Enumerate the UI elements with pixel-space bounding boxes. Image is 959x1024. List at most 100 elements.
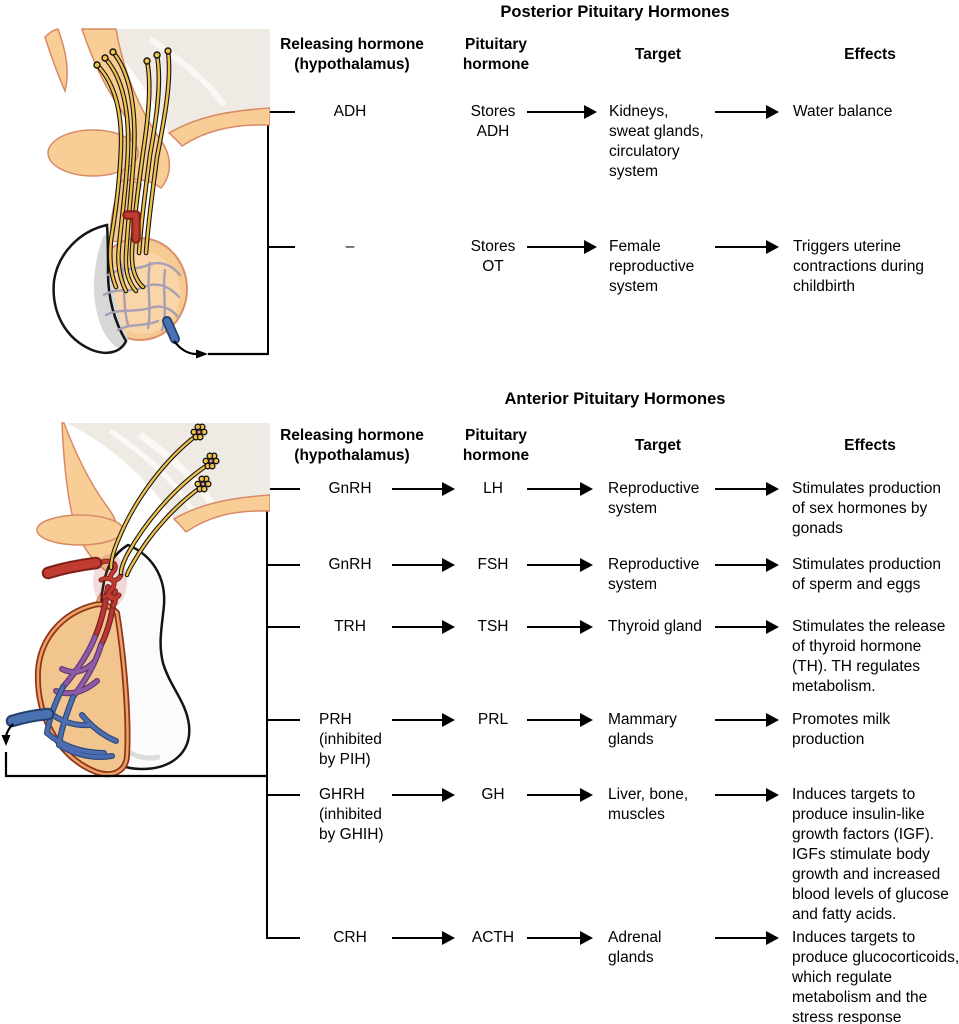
flow-arrow <box>527 931 593 945</box>
flow-arrow <box>715 105 779 119</box>
flow-arrow <box>527 240 597 254</box>
arrowhead-icon <box>580 713 593 727</box>
effect-thyroid-hormone: Stimulates the release of thyroid hormon… <box>792 618 946 695</box>
arrowhead-icon <box>766 105 779 119</box>
col-header-effects: Effects <box>844 46 896 63</box>
target-reproductive-system: Reproductive system <box>608 556 700 593</box>
flow-arrow <box>715 713 779 727</box>
anterior-bracket-tick <box>266 794 300 797</box>
arrowhead-icon <box>584 105 597 119</box>
arrowhead-icon <box>580 931 593 945</box>
neurosecretory-axons <box>93 47 172 294</box>
col-header-pituitary-hormone: Pituitary hormone <box>462 36 530 73</box>
effect-milk-production: Promotes milk production <box>792 711 891 748</box>
posterior-pituitary-illustration <box>44 28 270 359</box>
brain-tissue <box>66 423 270 534</box>
target-female-reproductive: Female reproductive system <box>609 238 695 295</box>
posterior-bracket-line <box>266 111 269 355</box>
effect-sex-hormones: Stimulates production of sex hormones by… <box>792 480 942 537</box>
col-header-pituitary-hormone: Pituitary hormone <box>462 427 530 464</box>
arrowhead-icon <box>196 349 208 359</box>
anterior-section-title: Anterior Pituitary Hormones <box>504 390 726 408</box>
releasing-hormone-gnrh: GnRH <box>328 556 372 573</box>
superior-artery <box>41 556 103 580</box>
col-header-effects: Effects <box>844 437 896 454</box>
releasing-hormone-prh: PRH (inhibited by PIH) <box>319 711 382 768</box>
arrowhead-icon <box>766 620 779 634</box>
releasing-hormone-ghrh: GHRH (inhibited by GHIH) <box>319 786 384 843</box>
arrowhead-icon <box>766 482 779 496</box>
flow-arrow <box>527 713 593 727</box>
arrowhead-icon <box>766 788 779 802</box>
effect-sperm-eggs: Stimulates production of sperm and eggs <box>792 556 942 593</box>
flow-arrow <box>715 931 779 945</box>
anterior-lobe-outline <box>52 223 128 354</box>
anterior-bracket-tick <box>266 626 300 629</box>
anterior-pituitary-illustration <box>1 422 270 778</box>
col-header-releasing-hormone: Releasing hormone (hypothalamus) <box>280 36 424 73</box>
arrowhead-icon <box>766 240 779 254</box>
artery-stub <box>122 210 141 244</box>
flow-arrow <box>527 620 593 634</box>
lateral-vein <box>5 707 55 728</box>
flow-arrow <box>392 620 455 634</box>
flow-arrow <box>392 482 455 496</box>
pituitary-hormone-fsh: FSH <box>477 556 509 573</box>
capillary-plexus <box>93 554 127 609</box>
anterior-bracket-line <box>266 488 269 939</box>
arrowhead-icon <box>442 713 455 727</box>
target-mammary-glands: Mammary glands <box>608 711 677 748</box>
posterior-section-title: Posterior Pituitary Hormones <box>500 3 730 21</box>
pituitary-hormone-stores-ot: Stores OT <box>470 238 516 275</box>
effect-igf: Induces targets to produce insulin-like … <box>792 786 949 923</box>
pituitary-hormone-stores-adh: Stores ADH <box>470 103 516 140</box>
target-liver-bone-muscles: Liver, bone, muscles <box>608 786 689 823</box>
releasing-hormone-none: – <box>345 238 355 255</box>
arrowhead-icon <box>1 735 11 746</box>
col-header-target: Target <box>634 46 682 63</box>
arrowhead-icon <box>442 620 455 634</box>
brain-tissue <box>84 29 270 147</box>
arrowhead-icon <box>442 788 455 802</box>
col-header-releasing-hormone: Releasing hormone (hypothalamus) <box>280 427 424 464</box>
target-thyroid-gland: Thyroid gland <box>608 618 702 635</box>
flow-arrow <box>715 482 779 496</box>
releasing-hormone-trh: TRH <box>334 618 366 635</box>
hormone-release-arrow <box>173 340 268 359</box>
flow-arrow <box>392 558 455 572</box>
pituitary-hormone-gh: GH <box>481 786 505 803</box>
arrowhead-icon <box>580 482 593 496</box>
arrowhead-icon <box>580 620 593 634</box>
posterior-lobe-inner <box>106 252 180 334</box>
anterior-bracket-tick <box>266 719 300 722</box>
flow-arrow <box>527 788 593 802</box>
flow-arrow <box>392 931 455 945</box>
pituitary-hormone-tsh: TSH <box>477 618 509 635</box>
effect-glucocorticoids: Induces targets to produce glucocorticoi… <box>792 929 959 1024</box>
flow-arrow <box>715 558 779 572</box>
flow-arrow <box>392 788 455 802</box>
posterior-bracket-tick <box>267 111 295 114</box>
hormone-release-arrow <box>1 723 267 778</box>
flow-arrow <box>527 105 597 119</box>
effect-uterine-contractions: Triggers uterine contractions during chi… <box>793 238 924 295</box>
anterior-bracket-tick <box>266 937 300 940</box>
arrowhead-icon <box>442 482 455 496</box>
arrowhead-icon <box>442 558 455 572</box>
releasing-hormone-adh: ADH <box>333 103 367 120</box>
arrowhead-icon <box>584 240 597 254</box>
effect-water-balance: Water balance <box>793 103 893 120</box>
flow-arrow <box>527 558 593 572</box>
neurosecretory-axons <box>108 423 220 578</box>
arrowhead-icon <box>442 931 455 945</box>
flow-arrow <box>715 240 779 254</box>
flow-arrow <box>715 788 779 802</box>
flow-arrow <box>715 620 779 634</box>
pituitary-hormone-acth: ACTH <box>471 929 515 946</box>
pituitary-hormone-prl: PRL <box>477 711 509 728</box>
col-header-target: Target <box>634 437 682 454</box>
connector-line <box>4 752 267 778</box>
releasing-hormone-crh: CRH <box>333 929 367 946</box>
arrowhead-icon <box>580 558 593 572</box>
